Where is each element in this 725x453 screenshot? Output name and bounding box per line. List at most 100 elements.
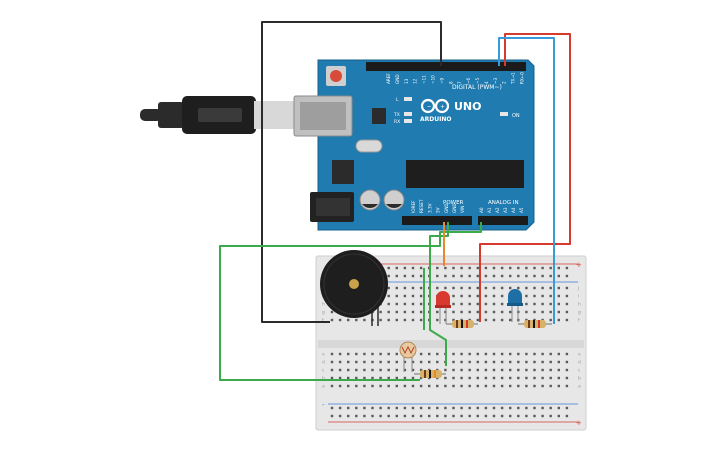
rail-hole[interactable] xyxy=(387,414,390,418)
terminal-hole[interactable] xyxy=(452,302,455,306)
rail-hole[interactable] xyxy=(484,266,488,270)
terminal-hole[interactable] xyxy=(533,376,536,380)
terminal-hole[interactable] xyxy=(387,286,390,290)
terminal-hole[interactable] xyxy=(557,384,560,388)
terminal-hole[interactable] xyxy=(468,384,471,388)
terminal-hole[interactable] xyxy=(411,360,415,364)
terminal-hole[interactable] xyxy=(436,286,439,290)
rail-hole[interactable] xyxy=(468,406,471,410)
rail-hole[interactable] xyxy=(371,406,374,410)
terminal-hole[interactable] xyxy=(525,368,528,372)
rail-hole[interactable] xyxy=(565,274,569,278)
terminal-hole[interactable] xyxy=(452,294,455,298)
rail-hole[interactable] xyxy=(363,414,366,418)
terminal-hole[interactable] xyxy=(436,352,439,356)
terminal-hole[interactable] xyxy=(411,384,415,388)
terminal-hole[interactable] xyxy=(549,318,552,322)
terminal-hole[interactable] xyxy=(460,286,463,290)
rail-hole[interactable] xyxy=(541,406,544,410)
terminal-hole[interactable] xyxy=(403,294,407,298)
rail-hole[interactable] xyxy=(428,406,431,410)
terminal-hole[interactable] xyxy=(517,352,520,356)
terminal-hole[interactable] xyxy=(468,368,471,372)
rail-hole[interactable] xyxy=(525,406,528,410)
terminal-hole[interactable] xyxy=(500,294,504,298)
terminal-hole[interactable] xyxy=(419,310,423,314)
terminal-hole[interactable] xyxy=(355,360,358,364)
rail-hole[interactable] xyxy=(444,414,447,418)
rail-hole[interactable] xyxy=(403,274,407,278)
rail-hole[interactable] xyxy=(484,414,488,418)
terminal-hole[interactable] xyxy=(468,286,471,290)
terminal-hole[interactable] xyxy=(460,294,463,298)
terminal-hole[interactable] xyxy=(557,318,560,322)
terminal-hole[interactable] xyxy=(387,318,390,322)
terminal-hole[interactable] xyxy=(387,384,390,388)
terminal-hole[interactable] xyxy=(436,310,439,314)
terminal-hole[interactable] xyxy=(395,286,398,290)
rail-hole[interactable] xyxy=(476,406,479,410)
terminal-hole[interactable] xyxy=(492,352,496,356)
terminal-hole[interactable] xyxy=(484,352,488,356)
rail-hole[interactable] xyxy=(363,406,366,410)
rail-hole[interactable] xyxy=(419,406,423,410)
terminal-hole[interactable] xyxy=(525,286,528,290)
terminal-hole[interactable] xyxy=(525,360,528,364)
terminal-hole[interactable] xyxy=(476,286,479,290)
terminal-hole[interactable] xyxy=(452,376,455,380)
terminal-hole[interactable] xyxy=(363,368,366,372)
terminal-hole[interactable] xyxy=(452,318,455,322)
terminal-hole[interactable] xyxy=(549,286,552,290)
rail-hole[interactable] xyxy=(338,406,342,410)
rail-hole[interactable] xyxy=(492,266,496,270)
terminal-hole[interactable] xyxy=(428,384,431,388)
rail-hole[interactable] xyxy=(444,274,447,278)
terminal-hole[interactable] xyxy=(355,384,358,388)
terminal-hole[interactable] xyxy=(411,310,415,314)
terminal-hole[interactable] xyxy=(363,352,366,356)
rail-hole[interactable] xyxy=(403,266,407,270)
rail-hole[interactable] xyxy=(557,274,560,278)
terminal-hole[interactable] xyxy=(411,318,415,322)
terminal-hole[interactable] xyxy=(517,360,520,364)
rail-hole[interactable] xyxy=(460,414,463,418)
terminal-hole[interactable] xyxy=(557,368,560,372)
terminal-hole[interactable] xyxy=(557,294,560,298)
terminal-hole[interactable] xyxy=(541,352,544,356)
terminal-hole[interactable] xyxy=(371,376,374,380)
terminal-hole[interactable] xyxy=(509,352,512,356)
terminal-hole[interactable] xyxy=(395,318,398,322)
terminal-hole[interactable] xyxy=(379,376,382,380)
rail-hole[interactable] xyxy=(533,266,536,270)
terminal-hole[interactable] xyxy=(525,302,528,306)
terminal-hole[interactable] xyxy=(533,360,536,364)
terminal-hole[interactable] xyxy=(355,376,358,380)
rail-hole[interactable] xyxy=(411,406,415,410)
terminal-hole[interactable] xyxy=(330,310,334,314)
terminal-hole[interactable] xyxy=(557,352,560,356)
terminal-hole[interactable] xyxy=(492,302,496,306)
rail-hole[interactable] xyxy=(419,274,423,278)
terminal-hole[interactable] xyxy=(363,360,366,364)
terminal-hole[interactable] xyxy=(379,310,382,314)
rail-hole[interactable] xyxy=(395,406,398,410)
terminal-hole[interactable] xyxy=(484,310,488,314)
terminal-hole[interactable] xyxy=(476,368,479,372)
terminal-hole[interactable] xyxy=(509,310,512,314)
terminal-hole[interactable] xyxy=(484,318,488,322)
terminal-hole[interactable] xyxy=(549,294,552,298)
rail-hole[interactable] xyxy=(509,274,512,278)
terminal-hole[interactable] xyxy=(387,376,390,380)
terminal-hole[interactable] xyxy=(395,384,398,388)
rail-hole[interactable] xyxy=(468,274,471,278)
terminal-hole[interactable] xyxy=(476,302,479,306)
rail-hole[interactable] xyxy=(565,414,569,418)
terminal-hole[interactable] xyxy=(395,310,398,314)
terminal-hole[interactable] xyxy=(541,376,544,380)
terminal-hole[interactable] xyxy=(533,286,536,290)
terminal-hole[interactable] xyxy=(436,318,439,322)
terminal-hole[interactable] xyxy=(565,376,569,380)
terminal-hole[interactable] xyxy=(371,384,374,388)
rail-hole[interactable] xyxy=(428,414,431,418)
reset-button[interactable] xyxy=(330,70,342,82)
